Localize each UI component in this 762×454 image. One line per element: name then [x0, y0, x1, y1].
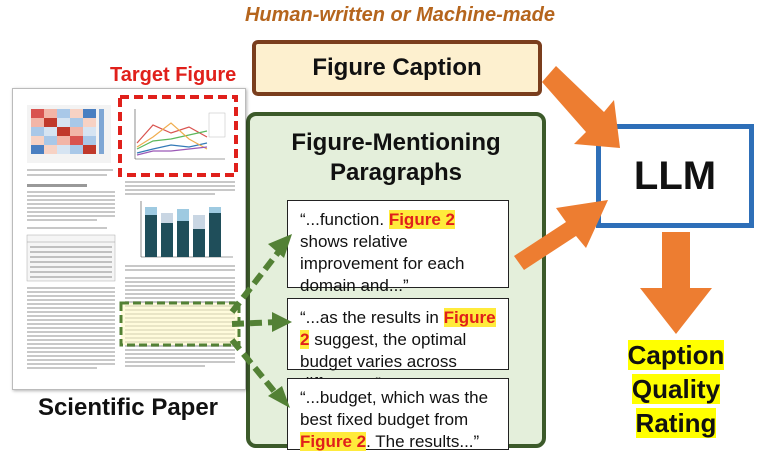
- arrow-llm-to-rating: [640, 232, 712, 334]
- paper-table: [26, 234, 116, 282]
- snippet-text: shows relative improvement for each doma…: [300, 232, 465, 295]
- paper-bar-chart: [140, 201, 233, 258]
- target-figure-frame: [118, 95, 238, 177]
- scientific-paper-label: Scientific Paper: [37, 394, 219, 421]
- heatmap-figure: [31, 109, 104, 154]
- arrowhead-para3: [268, 386, 290, 408]
- paragraphs-title-line2: Paragraphs: [329, 159, 463, 186]
- paragraphs-panel-title: Figure-Mentioning Paragraphs: [246, 128, 546, 188]
- target-line-chart: [125, 103, 231, 169]
- rating-line1: Caption: [627, 340, 725, 370]
- llm-label: LLM: [633, 153, 717, 198]
- paragraph-snippet-3: “...budget, which was the best fixed bud…: [287, 378, 509, 451]
- scientific-paper-thumbnail: [12, 88, 246, 390]
- arrow-caption-to-llm: [542, 66, 620, 148]
- arrowhead-para2: [272, 312, 292, 332]
- snippet-text: “...budget, which was the best fixed bud…: [300, 388, 489, 429]
- paper-page-illustration: [26, 95, 241, 369]
- figure-reference-highlight: Figure 2: [300, 432, 367, 451]
- caption-quality-rating: Caption Quality Rating: [590, 338, 762, 440]
- arrowhead-para1: [268, 234, 292, 258]
- arrow-paragraphs-to-llm: [514, 200, 608, 270]
- dashed-arrow-to-para3: [229, 338, 281, 398]
- dashed-arrow-to-para1: [229, 248, 283, 314]
- dashed-arrow-to-para2: [231, 319, 279, 327]
- diagram-title: Human-written or Machine-made: [244, 4, 556, 26]
- paragraphs-title-line1: Figure-Mentioning: [291, 129, 501, 156]
- figure-caption-box: Figure Caption: [252, 40, 542, 96]
- llm-box: LLM: [596, 124, 754, 228]
- paragraph-snippet-1: “...function. Figure 2 shows relative im…: [287, 200, 509, 295]
- target-figure-label: Target Figure: [110, 64, 237, 86]
- snippet-text: . The results...”: [366, 432, 480, 451]
- snippet-text: “...function.: [300, 210, 389, 229]
- figure-caption-label: Figure Caption: [312, 54, 482, 81]
- paragraph-snippet-2: “...as the results in Figure 2 suggest, …: [287, 298, 509, 393]
- snippet-text: “...as the results in: [300, 308, 444, 327]
- figure-reference-highlight: Figure 2: [388, 210, 455, 229]
- paper-text-lines: [27, 169, 115, 229]
